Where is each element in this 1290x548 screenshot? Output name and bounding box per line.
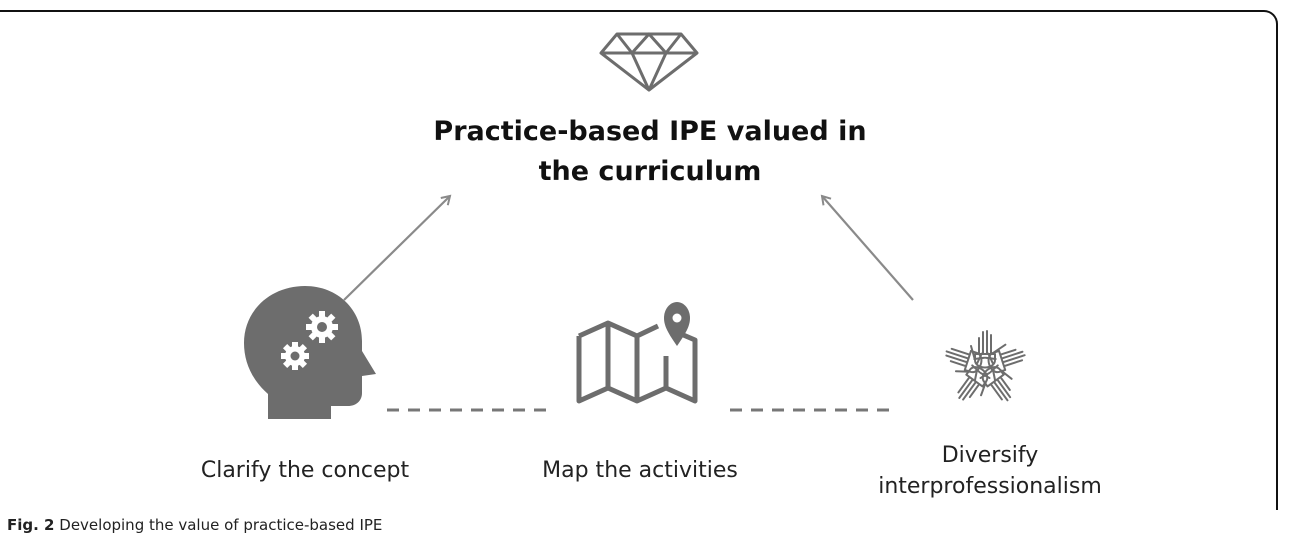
node-label-clarify-line1: Clarify the concept [200,458,410,483]
figure-label: Fig. 2 [7,516,55,534]
diagram-title: Practice-based IPE valued in the curricu… [300,112,1000,192]
node-label-diversify-line2: interprofessionalism [878,474,1102,499]
arrow-right [820,194,914,301]
diagram-title-line2: the curriculum [538,156,762,187]
diamond-icon [599,32,699,92]
node-label-clarify: Clarify the concept [155,455,455,486]
hands-circle-icon [945,330,1026,402]
figure-caption: Fig. 2 Developing the value of practice-… [7,516,382,534]
node-label-map: Map the activities [490,455,790,486]
node-label-diversify: Diversify interprofessionalism [830,440,1150,502]
diagram-title-line1: Practice-based IPE valued in [433,116,867,147]
head-gears-icon [244,286,376,419]
figure-caption-text: Developing the value of practice-based I… [59,516,383,534]
figure-frame [0,10,1278,510]
node-label-diversify-line1: Diversify [941,443,1039,468]
arrow-left [343,194,452,301]
map-pin-icon [576,302,698,404]
node-label-map-line1: Map the activities [542,458,738,483]
